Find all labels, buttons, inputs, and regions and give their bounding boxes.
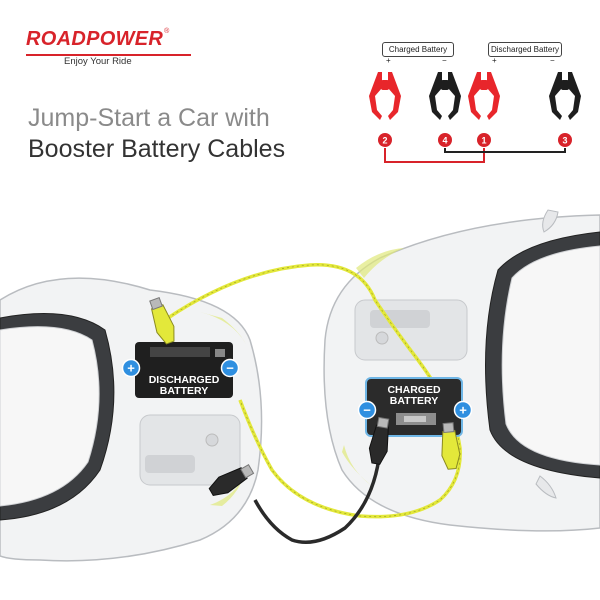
- legend-discharged-plus: +: [492, 56, 497, 65]
- legend-charged-plus: +: [386, 56, 391, 65]
- legend-discharged-battery-label: Discharged Battery: [488, 42, 562, 57]
- charged-plus-terminal: +: [453, 400, 473, 420]
- terminal-sign: +: [127, 361, 135, 376]
- charged-battery-label: CHARGED BATTERY: [387, 384, 441, 407]
- legend-charged-minus: −: [442, 56, 447, 65]
- title-line-1: Jump-Start a Car with: [28, 104, 270, 132]
- step-badge-2: 2: [378, 133, 392, 147]
- step-number: 4: [442, 136, 447, 146]
- discharged-minus-terminal: −: [220, 358, 240, 378]
- step-number: 1: [481, 136, 486, 146]
- registered-mark: ®: [164, 28, 170, 35]
- step-badge-4: 4: [438, 133, 452, 147]
- terminal-sign: −: [363, 403, 371, 418]
- legend-clamp-charged-negative: [429, 72, 461, 120]
- brand-name: ROADPOWER: [26, 28, 164, 50]
- legend-discharged-minus: −: [550, 56, 555, 65]
- discharged-plus-terminal: +: [121, 358, 141, 378]
- charged-minus-terminal: −: [357, 400, 377, 420]
- title-line-2: Booster Battery Cables: [28, 135, 286, 163]
- step-number: 3: [562, 136, 567, 146]
- step-badge-1: 1: [477, 133, 491, 147]
- legend-clamp-charged-positive: [369, 72, 401, 120]
- discharged-battery-label: DISCHARGED BATTERY: [148, 374, 220, 397]
- terminal-sign: +: [459, 403, 467, 418]
- car-discharged: [0, 277, 263, 562]
- legend-charged-battery-label: Charged Battery: [382, 42, 454, 57]
- car-charged: [323, 209, 600, 532]
- logo-underline: [26, 54, 191, 56]
- step-badge-3: 3: [558, 133, 572, 147]
- legend-clamp-discharged-negative: [549, 72, 581, 120]
- discharged-battery: [135, 342, 233, 398]
- step-number: 2: [382, 136, 387, 146]
- legend-wires: [384, 148, 566, 163]
- brand-logo: ROADPOWER® Enjoy Your Ride: [26, 28, 191, 67]
- legend-clamp-discharged-positive: [468, 72, 500, 120]
- terminal-sign: −: [226, 361, 234, 376]
- brand-tagline: Enjoy Your Ride: [60, 56, 136, 67]
- booster-cables: [167, 263, 462, 544]
